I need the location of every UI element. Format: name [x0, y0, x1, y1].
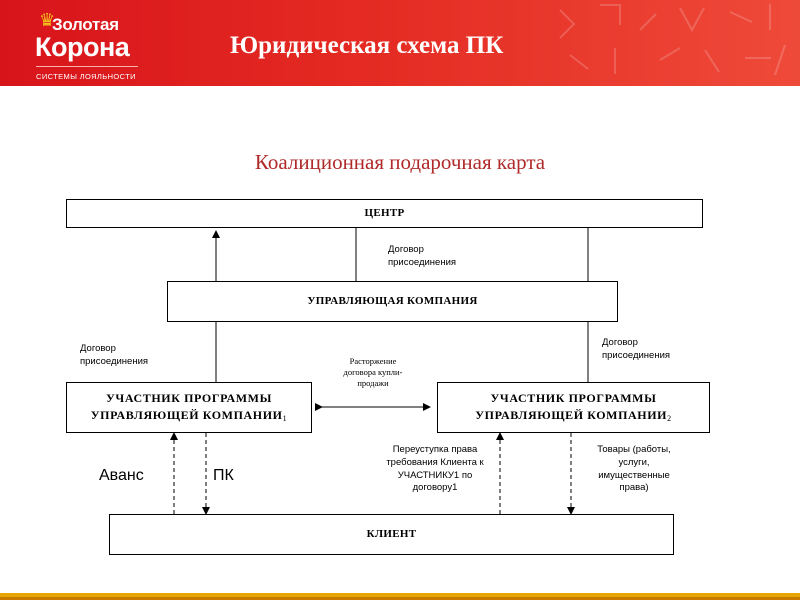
participant2-box: УЧАСТНИК ПРОГРАММЫ УПРАВЛЯЮЩЕЙ КОМПАНИИ2	[437, 382, 710, 433]
label-goods-line2: услуги,	[618, 456, 650, 468]
label-termination: Расторжение договора купли- продажи	[326, 356, 420, 389]
participant1-box: УЧАСТНИК ПРОГРАММЫ УПРАВЛЯЮЩЕЙ КОМПАНИИ1	[66, 382, 312, 433]
label-assignment-line4: договору1	[412, 482, 458, 494]
header-bar: ♛ Золотая Корона СИСТЕМЫ ЛОЯЛЬНОСТИ Юрид…	[0, 0, 800, 86]
management-company-box: УПРАВЛЯЮЩАЯ КОМПАНИЯ	[167, 281, 618, 322]
client-label: КЛИЕНТ	[366, 527, 417, 540]
label-accession-left-line1: Договор	[80, 343, 116, 354]
label-termination-line2: договора купли-	[343, 367, 403, 378]
crown-icon: ♛	[39, 10, 56, 31]
label-goods: Товары (работы, услуги, имущественные пр…	[584, 444, 684, 495]
label-accession-right: Договор присоединения	[602, 337, 670, 363]
center-label: ЦЕНТР	[364, 206, 405, 219]
management-company-label: УПРАВЛЯЮЩАЯ КОМПАНИЯ	[307, 294, 478, 307]
label-goods-line4: права)	[619, 482, 649, 494]
label-accession-top: Договор присоединения	[388, 244, 456, 270]
header-pattern	[559, 4, 786, 76]
label-accession-left-line2: присоединения	[80, 355, 149, 367]
participant1-line2: УПРАВЛЯЮЩЕЙ КОМПАНИИ	[90, 408, 283, 423]
label-assignment-line3: УЧАСТНИКУ1 по	[397, 469, 473, 481]
label-assignment: Переуступка права требования Клиента к У…	[372, 444, 498, 495]
label-goods-line1: Товары (работы,	[597, 444, 671, 455]
label-termination-line1: Расторжение	[349, 356, 397, 366]
label-advance: Аванс	[99, 467, 144, 484]
label-accession-right-line1: Договор	[602, 337, 638, 348]
label-accession-top-line2: присоединения	[388, 256, 457, 268]
participant1-index: 1	[282, 414, 288, 424]
label-goods-line3: имущественные	[598, 469, 670, 481]
participant2-line1: УЧАСТНИК ПРОГРАММЫ	[490, 391, 657, 405]
page-title: Юридическая схема ПК	[230, 32, 504, 59]
bottom-bar	[0, 593, 800, 600]
brand-logo[interactable]: ♛ Золотая Корона СИСТЕМЫ ЛОЯЛЬНОСТИ	[14, 6, 138, 81]
logo-line2: Корона	[35, 32, 130, 62]
participant1-line1: УЧАСТНИК ПРОГРАММЫ	[106, 391, 272, 405]
logo-divider	[36, 66, 138, 67]
participant2-index: 2	[667, 414, 672, 424]
logo-line1: Золотая	[52, 15, 119, 34]
label-accession-left: Договор присоединения	[80, 343, 148, 369]
participant2-line2: УПРАВЛЯЮЩЕЙ КОМПАНИИ	[475, 408, 668, 423]
client-box: КЛИЕНТ	[109, 514, 674, 555]
label-termination-line3: продажи	[357, 378, 389, 389]
label-pk: ПК	[213, 467, 234, 484]
label-assignment-line2: требования Клиента к	[386, 456, 484, 468]
center-box: ЦЕНТР	[66, 199, 703, 228]
logo-tagline: СИСТЕМЫ ЛОЯЛЬНОСТИ	[36, 72, 136, 81]
label-accession-top-line1: Договор	[388, 244, 424, 255]
diagram-subtitle: Коалиционная подарочная карта	[254, 150, 546, 174]
label-assignment-line1: Переуступка права	[392, 444, 478, 455]
label-accession-right-line2: присоединения	[602, 349, 671, 361]
